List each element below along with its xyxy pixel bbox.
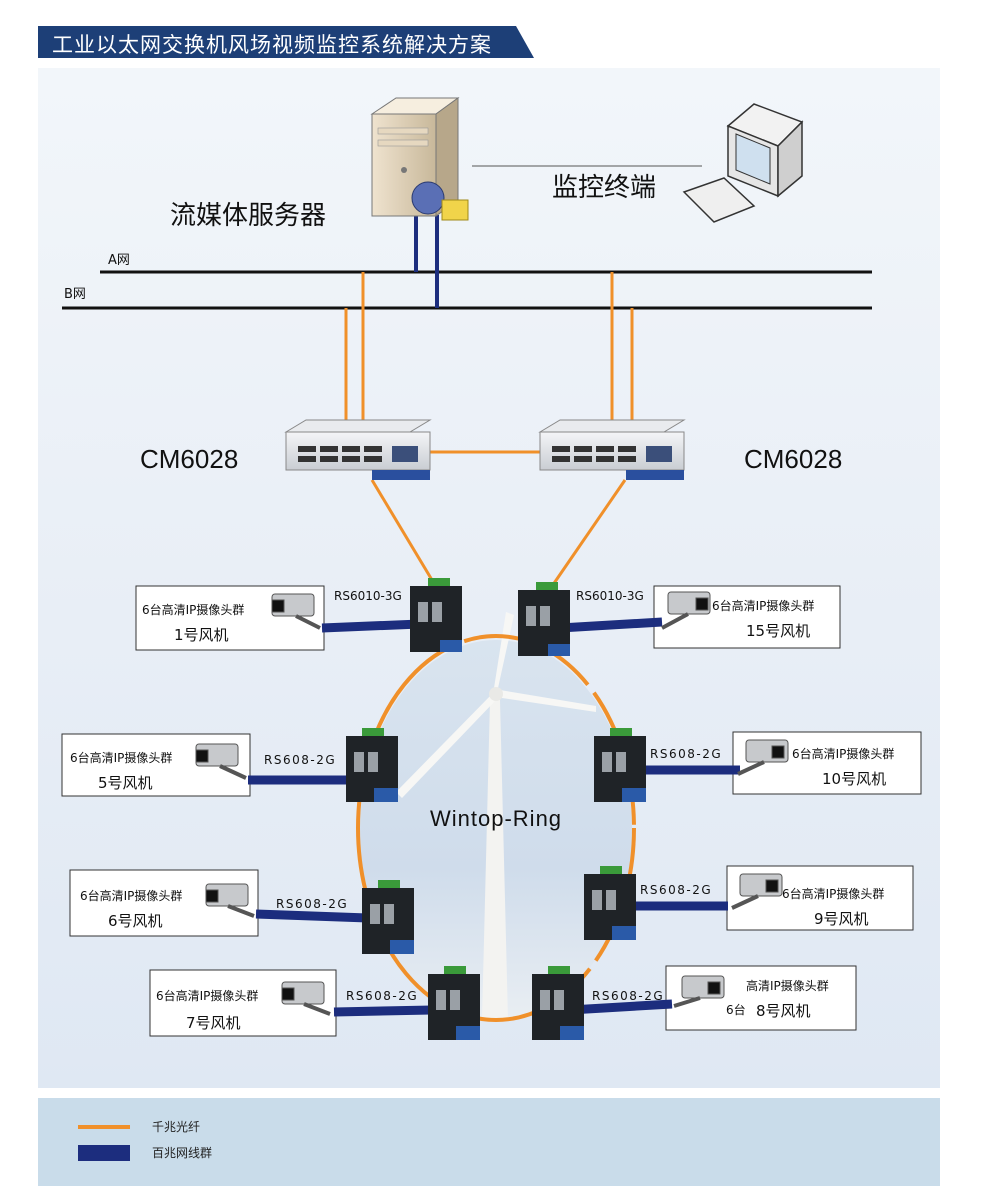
camera-icons xyxy=(195,591,789,1016)
legend-panel xyxy=(38,1098,940,1186)
turbine-blade xyxy=(396,694,496,798)
turbine-label-9: 9号风机 xyxy=(814,910,869,928)
server-icon xyxy=(370,97,469,221)
core-switch-left-label: CM6028 xyxy=(140,444,238,474)
camera-desc-15: 6台高清IP摄像头群 xyxy=(712,598,814,613)
title-banner xyxy=(38,26,534,58)
switch-label-9: RS608-2G xyxy=(640,883,712,897)
switch-rs608-7 xyxy=(428,966,480,1040)
terminal-label: 监控终端 xyxy=(552,173,656,203)
camera-icon xyxy=(731,873,783,910)
switch-rs608-10 xyxy=(594,728,646,802)
camera-desc-6: 6台高清IP摄像头群 xyxy=(80,888,182,903)
fiber-link xyxy=(370,479,434,581)
switch-rs608-9 xyxy=(584,866,636,940)
turbine-label-6: 6号风机 xyxy=(108,912,163,930)
ring-background xyxy=(360,612,632,1020)
switch-rs6010-1 xyxy=(410,578,462,652)
camera-icon xyxy=(281,981,331,1016)
server-label: 流媒体服务器 xyxy=(170,201,326,231)
fiber-ring xyxy=(356,634,636,1022)
camera-icon xyxy=(661,591,711,630)
switch-rs6010-15 xyxy=(518,582,570,656)
camera-icon xyxy=(205,883,255,918)
switch-label-10: RS608-2G xyxy=(650,747,722,761)
turbine-label-8: 8号风机 xyxy=(756,1002,811,1020)
camera-icon xyxy=(673,975,725,1008)
copper-swatch xyxy=(78,1144,130,1161)
turbine-label-1: 1号风机 xyxy=(174,626,229,644)
camera-desc-7: 6台高清IP摄像头群 xyxy=(156,988,258,1003)
camera-icon xyxy=(195,743,247,780)
legend-copper-label: 百兆网线群 xyxy=(152,1146,213,1160)
switch-label-6: RS608-2G xyxy=(276,897,348,911)
camera-desc-10: 6台高清IP摄像头群 xyxy=(792,746,894,761)
switch-rs608-6 xyxy=(362,880,414,954)
turbine-label-5: 5号风机 xyxy=(98,774,153,792)
turbine-label-15: 15号风机 xyxy=(746,622,810,640)
terminal-icon xyxy=(682,103,804,223)
ring-label: Wintop-Ring xyxy=(430,806,562,831)
camera-icon xyxy=(271,593,321,630)
core-switch-right-label: CM6028 xyxy=(744,444,842,474)
camera-desc-1: 6台高清IP摄像头群 xyxy=(142,602,244,617)
camera-icon xyxy=(737,739,789,776)
network-b-label: B网 xyxy=(64,287,86,302)
turbine-blade xyxy=(500,690,596,712)
camera-desc-8: 高清IP摄像头群 xyxy=(746,978,829,993)
legend-copper: 百兆网线群 xyxy=(78,1144,212,1161)
ring-switches xyxy=(346,578,646,1040)
camera-desc-5: 6台高清IP摄像头群 xyxy=(70,750,172,765)
switch-label-5: RS608-2G xyxy=(264,753,336,767)
page-title: 工业以太网交换机风场视频监控系统解决方案 xyxy=(52,33,492,57)
switch-label-7: RS608-2G xyxy=(346,989,418,1003)
switch-label-15: RS6010-3G xyxy=(576,589,644,603)
camera-desc-9: 6台高清IP摄像头群 xyxy=(782,886,884,901)
switch-rs608-8 xyxy=(532,966,584,1040)
fiber-swatch xyxy=(78,1124,130,1129)
legend-fiber: 千兆光纤 xyxy=(78,1118,200,1135)
fiber-link xyxy=(546,479,627,593)
switch-label-8: RS608-2G xyxy=(592,989,664,1003)
turbine-label-7: 7号风机 xyxy=(186,1014,241,1032)
turbine-tower xyxy=(482,700,508,1020)
switch-label-1: RS6010-3G xyxy=(334,589,402,603)
core-switch-right xyxy=(538,419,686,480)
legend-fiber-label: 千兆光纤 xyxy=(152,1120,201,1134)
network-a-label: A网 xyxy=(108,253,130,268)
switch-rs608-5 xyxy=(346,728,398,802)
turbine-blade xyxy=(494,612,514,688)
turbine-hub xyxy=(489,687,503,701)
core-switch-left xyxy=(284,419,432,480)
camera-count-8: 6台 xyxy=(726,1002,746,1017)
turbine-label-10: 10号风机 xyxy=(822,770,886,788)
